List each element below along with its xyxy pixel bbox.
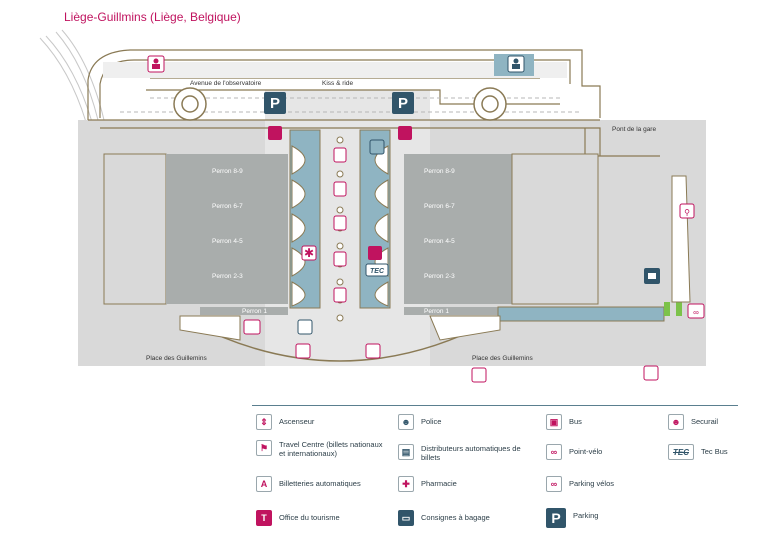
bus-icon xyxy=(471,365,659,383)
legend-item: ∞ Parking vélos xyxy=(546,476,614,492)
tec-bus-icon: TEC xyxy=(365,263,389,277)
legend-item: A Billetteries automatiques xyxy=(256,476,361,492)
police-icon xyxy=(507,55,525,73)
roundabouts xyxy=(173,87,507,121)
securail-icon: ☻ xyxy=(668,414,684,430)
legend-item: T Office du tourisme xyxy=(256,510,340,526)
svg-text:P: P xyxy=(270,95,280,112)
platform-label: Perron 4-5 xyxy=(424,238,455,245)
platform-label: Perron 2-3 xyxy=(212,273,243,280)
legend-divider xyxy=(252,405,738,406)
legend-item: ⇕ Ascenseur xyxy=(256,414,314,430)
platforms-right xyxy=(404,153,599,305)
svg-text:⚲: ⚲ xyxy=(684,208,690,217)
svg-text:P: P xyxy=(398,95,408,112)
legend-item: ✚ Pharmacie xyxy=(398,476,457,492)
platform-label: Perron 2-3 xyxy=(424,273,455,280)
pharmacy-icon: ✱ xyxy=(301,245,317,261)
travel-centre-icon xyxy=(243,319,313,335)
travel-centre-icon: ⚑ xyxy=(256,440,272,456)
page-title: Liège-Guillmins (Liège, Belgique) xyxy=(64,10,241,24)
platform-label: Perron 1 xyxy=(424,308,449,315)
elevator-icon: ⇕ xyxy=(256,414,272,430)
legend-item: ▭ Consignes à bagage xyxy=(398,510,490,526)
parking-icon: P xyxy=(392,92,414,114)
legend-item: P Parking xyxy=(546,508,598,528)
bus-icon: ▣ xyxy=(546,414,562,430)
platform-label: Perron 4-5 xyxy=(212,238,243,245)
svg-text:TEC: TEC xyxy=(370,268,385,275)
front-facade xyxy=(189,321,491,362)
ticket-machine-icon: A xyxy=(256,476,272,492)
platform-label: Perron 6-7 xyxy=(424,203,455,210)
ticket-machine-icon xyxy=(295,343,381,359)
luggage-icon xyxy=(644,268,660,284)
bridge-label: Pont de la gare xyxy=(612,126,656,133)
kiss-ride-label: Kiss & ride xyxy=(322,80,353,87)
luggage-icon: ▭ xyxy=(398,510,414,526)
bike-point-icon: ∞ xyxy=(546,444,562,460)
legend-item: ⚑ Travel Centre (billets nationaux et in… xyxy=(256,440,389,458)
platform-label: Perron 1 xyxy=(242,308,267,315)
platform-label: Perron 6-7 xyxy=(212,203,243,210)
bike-parking-icon: ⚲ xyxy=(679,203,695,219)
pharmacy-icon: ✚ xyxy=(398,476,414,492)
bike-parking-icon: ∞ xyxy=(546,476,562,492)
svg-text:∞: ∞ xyxy=(693,308,699,317)
legend-item: ▤ Distributeurs automatiques de billets xyxy=(398,444,531,462)
securail-icon xyxy=(147,55,165,73)
parking-icon: P xyxy=(546,508,566,528)
rail-tracks xyxy=(39,29,105,123)
legend-item: ☻ Securail xyxy=(668,414,718,430)
legend-item: ☻ Police xyxy=(398,414,441,430)
legend-item: ▣ Bus xyxy=(546,414,582,430)
tourism-office-icon: T xyxy=(256,510,272,526)
station-map: P P Avenue xyxy=(39,29,706,383)
platform-label: Perron 8-9 xyxy=(212,168,243,175)
parking-icon: P xyxy=(264,92,286,114)
top-road-band xyxy=(103,62,567,78)
police-icon: ☻ xyxy=(398,414,414,430)
square-label-left: Place des Guillemins xyxy=(146,355,207,362)
platforms-left xyxy=(103,153,288,305)
bike-point-icon: ∞ xyxy=(687,303,705,319)
ticket-dispenser-icon: ▤ xyxy=(398,444,414,460)
tec-bus-icon: TEC xyxy=(668,444,694,460)
ticket-dispenser-icon xyxy=(369,139,385,155)
tourism-office-icon xyxy=(268,126,412,260)
legend-item: ∞ Point-vélo xyxy=(546,444,602,460)
platform-label: Perron 8-9 xyxy=(424,168,455,175)
svg-text:✱: ✱ xyxy=(304,246,314,260)
legend-item: TEC Tec Bus xyxy=(668,444,728,460)
elevator-icon xyxy=(333,147,347,303)
street-label: Avenue de l'observatoire xyxy=(190,80,262,87)
square-label-right: Place des Guillemins xyxy=(472,355,533,362)
